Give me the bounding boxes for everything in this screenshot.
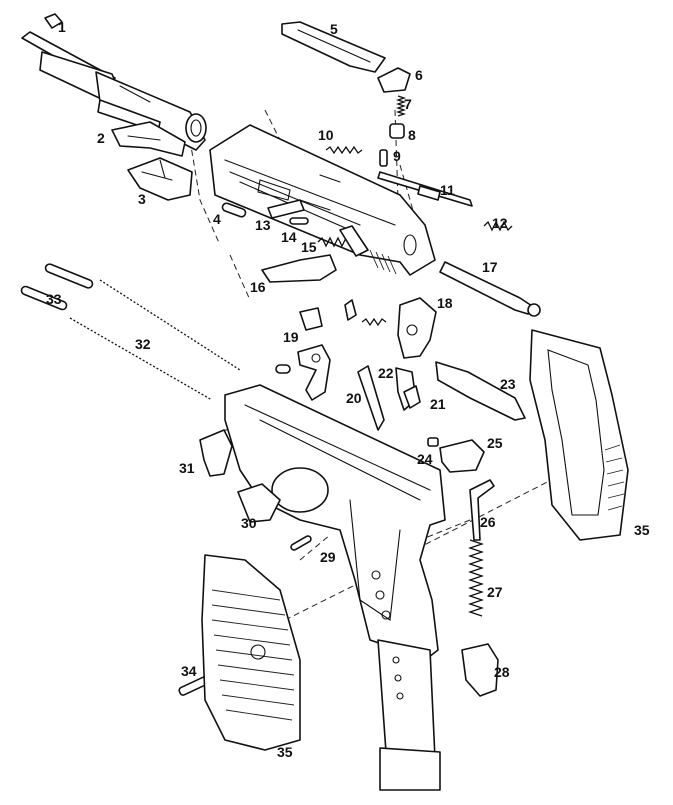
callout-8: 8	[408, 127, 416, 143]
locking-block-plunger	[127, 157, 193, 201]
spring-7	[395, 95, 407, 117]
callout-25: 25	[487, 435, 503, 451]
callout-17: 17	[482, 259, 498, 275]
callout-9: 9	[393, 148, 401, 164]
grip-panel-left	[201, 554, 301, 751]
slide-catch	[199, 429, 233, 477]
pin-24	[427, 437, 439, 447]
part-13	[267, 199, 305, 219]
callout-1: 1	[58, 19, 66, 35]
callout-32: 32	[135, 336, 151, 352]
guide-rods	[20, 263, 94, 311]
callout-12: 12	[492, 215, 508, 231]
callout-28: 28	[494, 664, 510, 680]
callout-11: 11	[440, 182, 455, 198]
grip-panel-right	[529, 329, 629, 541]
spring-12	[483, 220, 513, 232]
ejector	[299, 307, 323, 331]
callout-20: 20	[346, 390, 362, 406]
callout-35-left: 35	[277, 744, 293, 760]
callout-24: 24	[417, 451, 433, 467]
callout-21: 21	[430, 396, 446, 412]
callout-13: 13	[255, 217, 271, 233]
callout-7: 7	[404, 96, 412, 112]
part-30	[237, 483, 281, 523]
callout-31: 31	[179, 460, 195, 476]
callout-19: 19	[283, 329, 299, 345]
slide	[209, 124, 436, 276]
callout-2: 2	[97, 130, 105, 146]
slide-stop	[435, 361, 526, 421]
safety-drum	[439, 261, 541, 317]
hammer-strut	[469, 479, 495, 541]
pin-4	[221, 202, 247, 218]
locking-block	[111, 121, 186, 157]
plunger-8	[389, 123, 405, 139]
callout-6: 6	[415, 67, 423, 83]
callout-30: 30	[241, 515, 257, 531]
safety-lever	[261, 254, 337, 283]
pin-14	[289, 217, 309, 225]
firing-pin-collar	[417, 185, 441, 201]
callout-15: 15	[301, 239, 317, 255]
magazine	[377, 639, 441, 791]
slide-cover	[281, 21, 386, 73]
pin-9	[379, 149, 388, 167]
callout-10: 10	[318, 127, 334, 143]
trigger-bar	[357, 365, 385, 431]
callout-27: 27	[487, 584, 503, 600]
disassembly-lever	[439, 439, 485, 473]
callout-4: 4	[213, 211, 221, 227]
callout-33: 33	[46, 291, 62, 307]
hammer	[344, 297, 437, 359]
callout-18: 18	[437, 295, 453, 311]
callout-35-right: 35	[634, 522, 650, 538]
sear-spring	[403, 385, 421, 409]
callout-14: 14	[281, 229, 297, 245]
callout-26: 26	[480, 514, 496, 530]
trigger	[275, 344, 331, 401]
callout-22: 22	[378, 365, 394, 381]
hammer-spring	[467, 539, 485, 617]
callout-5: 5	[330, 21, 338, 37]
rear-sight	[377, 67, 411, 93]
callout-23: 23	[500, 376, 516, 392]
callout-3: 3	[138, 191, 146, 207]
callout-16: 16	[250, 279, 266, 295]
callout-29: 29	[320, 549, 336, 565]
pin-29	[290, 535, 312, 551]
spring-10	[325, 145, 363, 155]
recoil-springs	[69, 279, 241, 401]
pin-15b	[339, 225, 369, 257]
callout-34: 34	[181, 663, 197, 679]
magazine-catch	[461, 643, 499, 697]
